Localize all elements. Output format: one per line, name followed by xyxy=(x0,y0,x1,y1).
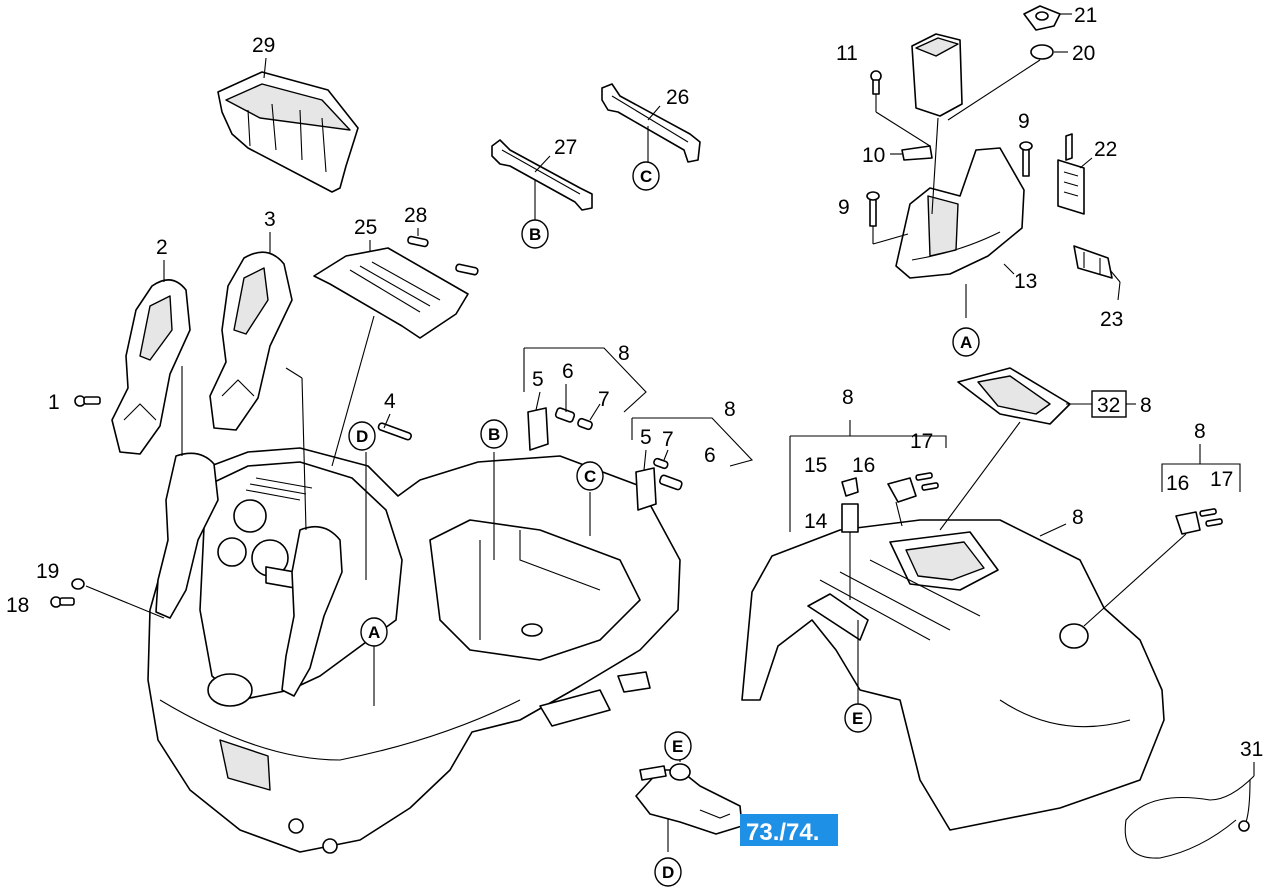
svg-text:C: C xyxy=(640,167,652,186)
callout-18: 18 xyxy=(6,594,29,617)
callout-17-right: 17 xyxy=(1210,468,1233,491)
callout-28: 28 xyxy=(404,204,427,227)
callout-13: 13 xyxy=(1014,270,1037,293)
ref-marker-a-body: A xyxy=(360,617,388,647)
ref-marker-d-sensor: D xyxy=(654,857,682,887)
callout-27: 27 xyxy=(554,136,577,159)
part-28-pins xyxy=(407,228,479,276)
part-16-17-latch-upper xyxy=(887,472,939,527)
callout-26: 26 xyxy=(666,86,689,109)
callout-5-lower: 5 xyxy=(640,426,652,449)
part-73-74-label[interactable]: 73./74. xyxy=(746,819,819,846)
callout-29: 29 xyxy=(252,34,275,57)
callout-9-right: 9 xyxy=(1018,110,1030,133)
part-26-bracket xyxy=(601,83,701,163)
part-25-cover xyxy=(313,240,469,339)
callout-8-hood: 8 xyxy=(842,386,854,409)
callout-31: 31 xyxy=(1240,738,1263,761)
part-3-handle xyxy=(209,232,293,431)
svg-text:C: C xyxy=(584,467,596,486)
part-2-handle xyxy=(111,260,191,455)
reference-markers: B C A D B C A E xyxy=(348,161,980,887)
callout-20: 20 xyxy=(1072,42,1095,65)
ref-marker-a-column: A xyxy=(952,327,980,357)
ref-marker-d-body: D xyxy=(348,421,376,451)
ref-marker-e-sensor: E xyxy=(664,731,692,761)
svg-text:D: D xyxy=(356,427,368,446)
callout-8-panel: 8 xyxy=(1140,394,1152,417)
callout-32: 32 xyxy=(1097,394,1120,417)
part-16-17-latch-right xyxy=(1083,444,1241,627)
callout-7-upper: 7 xyxy=(598,388,610,411)
part-tank-bottle xyxy=(911,33,963,215)
callout-23: 23 xyxy=(1100,308,1123,331)
part-22-label xyxy=(1057,133,1093,215)
ref-marker-b-bracket: B xyxy=(521,219,549,249)
part-4-bolt xyxy=(377,413,412,441)
part-11-10-9-fasteners xyxy=(866,70,1033,245)
callout-8-side: 8 xyxy=(1072,506,1084,529)
callout-21: 21 xyxy=(1074,4,1097,27)
callout-22: 22 xyxy=(1094,138,1117,161)
callout-32-box: 32 xyxy=(1091,390,1136,418)
part-73-74-link[interactable]: 73./74. xyxy=(740,814,838,846)
part-18-19-screw-washer xyxy=(50,578,165,619)
callout-4: 4 xyxy=(384,390,396,413)
part-hood-cover xyxy=(741,519,1165,831)
part-21-20-cap-seal xyxy=(947,5,1072,121)
svg-text:B: B xyxy=(529,225,541,244)
svg-text:A: A xyxy=(368,623,380,642)
callout-6-lower: 6 xyxy=(704,444,716,467)
svg-text:A: A xyxy=(960,333,972,352)
callout-8-right: 8 xyxy=(1194,420,1206,443)
callout-6-upper: 6 xyxy=(562,360,574,383)
callout-1: 1 xyxy=(48,391,60,414)
part-23-clip xyxy=(1073,245,1121,301)
part-5-6-7-cluster-lower xyxy=(631,417,754,511)
part-73-74-sensor xyxy=(635,748,743,852)
svg-text:D: D xyxy=(662,863,674,882)
part-5-6-7-cluster-upper xyxy=(523,347,647,451)
ref-marker-b-body: B xyxy=(480,419,508,449)
callout-3: 3 xyxy=(264,208,276,231)
callout-5-upper: 5 xyxy=(532,368,544,391)
part-8-lead-right xyxy=(1039,523,1067,537)
svg-text:E: E xyxy=(672,737,683,756)
part-27-bracket xyxy=(491,139,593,220)
callout-14: 14 xyxy=(804,510,828,533)
mounted-handles xyxy=(155,366,343,697)
callout-16-right: 16 xyxy=(1166,472,1189,495)
part-13-column xyxy=(895,147,1025,318)
callout-25: 25 xyxy=(354,216,377,239)
callout-7-lower: 7 xyxy=(662,428,674,451)
callout-8-upper: 8 xyxy=(618,342,630,365)
main-chassis xyxy=(147,447,681,854)
svg-text:B: B xyxy=(488,425,500,444)
ref-marker-e-hood: E xyxy=(844,703,872,733)
callout-2: 2 xyxy=(156,236,168,259)
callout-10: 10 xyxy=(862,144,885,167)
ref-marker-c-bracket: C xyxy=(632,161,660,191)
callout-11: 11 xyxy=(836,42,858,65)
ref-marker-c-body: C xyxy=(576,461,604,491)
part-29-storage-tray xyxy=(217,57,359,193)
part-14-15-spring-knob xyxy=(789,420,947,706)
callout-17-upper: 17 xyxy=(910,430,933,453)
part-73-74-highlight-box[interactable] xyxy=(740,814,838,846)
callout-labels: 29 27 26 25 28 2 3 1 4 8 5 6 7 8 5 7 6 1… xyxy=(6,4,1263,761)
part-1-screw xyxy=(74,395,101,407)
callout-15: 15 xyxy=(804,454,827,477)
svg-text:E: E xyxy=(852,709,863,728)
callout-9-left: 9 xyxy=(838,196,850,219)
part-32-panel xyxy=(939,367,1092,531)
callout-16-upper: 16 xyxy=(852,454,875,477)
callout-8-mid: 8 xyxy=(724,398,736,421)
part-31-cable xyxy=(1124,762,1255,859)
callout-19: 19 xyxy=(36,560,59,583)
